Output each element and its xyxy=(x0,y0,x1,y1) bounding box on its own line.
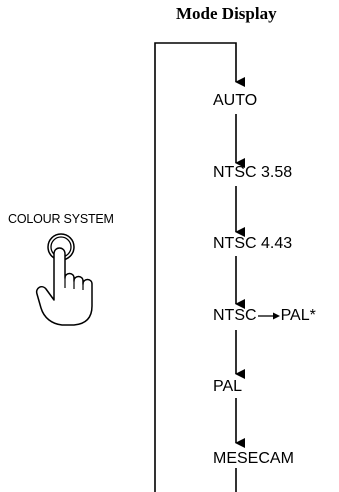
mode-ntsc-to-pal-to: PAL* xyxy=(280,307,316,324)
mode-ntsc-443: NTSC 4.43 xyxy=(213,235,293,252)
mode-auto: AUTO xyxy=(213,92,258,109)
diagram-title: Mode Display xyxy=(176,4,277,23)
mode-ntsc-358: NTSC 3.58 xyxy=(213,164,293,181)
colour-system-button-label: COLOUR SYSTEM xyxy=(8,212,114,226)
mode-pal: PAL xyxy=(213,378,243,395)
loop-return-line xyxy=(154,42,245,492)
mode-mesecam: MESECAM xyxy=(213,450,294,467)
mode-ntsc-to-pal-from: NTSC xyxy=(213,307,257,324)
small-right-arrow-icon xyxy=(257,312,280,320)
mode-ntsc-to-pal: NTSC PAL* xyxy=(213,307,316,325)
finger-pressing-button-icon[interactable] xyxy=(30,226,110,326)
